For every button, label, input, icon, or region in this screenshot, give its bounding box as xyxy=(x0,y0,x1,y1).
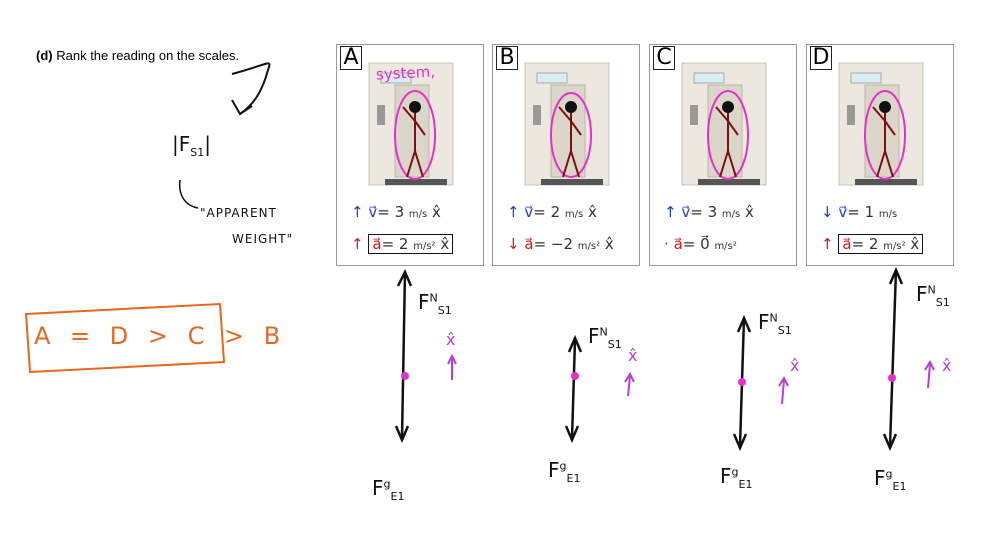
fbd-a-bottom-label: FgE1 xyxy=(372,476,405,503)
question-label: (d) xyxy=(36,48,53,63)
fbd-d-bottom-label: FgE1 xyxy=(874,466,907,493)
velocity-row: ↑ v⃗= 3 m/s x̂ xyxy=(664,203,754,221)
answer-box xyxy=(24,302,226,374)
pointer-arrowhead xyxy=(231,99,253,116)
velocity-arrow-icon: ↓ xyxy=(821,203,834,221)
fbd-c-bottom-label: FgE1 xyxy=(720,464,753,491)
apparent-weight-line1: "APPARENT xyxy=(200,206,277,220)
acceleration-arrow-icon: ↑ xyxy=(821,235,834,253)
acceleration-row: · a⃗= 0⃗ m/s² xyxy=(664,235,737,253)
panel-c: C ↑ v⃗= 3 m/s x̂ · a⃗= 0⃗ m/s² xyxy=(649,44,797,266)
velocity-row: ↑ v⃗= 2 m/s x̂ xyxy=(507,203,597,221)
fbd-c xyxy=(732,314,789,452)
fbd-a-top-label: FNS1 xyxy=(418,290,452,317)
acceleration-dot-icon: · xyxy=(664,235,669,253)
velocity-row: ↓ v⃗= 1 m/s xyxy=(821,203,898,221)
apparent-weight-line2: WEIGHT" xyxy=(232,232,294,246)
panel-d: D ↓ v⃗= 1 m/s ↑ a⃗= 2 m/s² x̂ xyxy=(806,44,954,266)
question-body: Rank the reading on the scales. xyxy=(56,48,240,63)
velocity-arrow-icon: ↑ xyxy=(664,203,677,221)
fbd-d-top-label: FNS1 xyxy=(916,282,950,309)
velocity-row: ↑ v⃗= 3 m/s x̂ xyxy=(351,203,441,221)
panel-a: A ↑ v⃗= 3 m/s x̂ ↑ a⃗= 2 m/s² x̂ xyxy=(336,44,484,266)
acceleration-arrow-icon: ↑ xyxy=(351,235,364,253)
fbd-b-x-label: x̂ xyxy=(628,346,638,365)
acceleration-row: ↑ a⃗= 2 m/s² x̂ xyxy=(821,234,924,254)
acceleration-row: ↑ a⃗= 2 m/s² x̂ xyxy=(351,234,454,254)
answer-ranking: A = D > C > B xyxy=(34,322,287,350)
panel-letter: C xyxy=(653,46,675,70)
fbd-b-bottom-label: FgE1 xyxy=(548,458,581,485)
panel-letter: D xyxy=(810,46,832,70)
fbd-b xyxy=(564,334,635,444)
elevator-illustration xyxy=(681,62,767,186)
pointer-arrow xyxy=(231,62,271,115)
panel-b: B ↑ v⃗= 2 m/s x̂ ↓ a⃗= −2 m/s² x̂ xyxy=(492,44,640,266)
panel-letter: A xyxy=(340,46,362,70)
fbd-d-x-label: x̂ xyxy=(942,356,952,375)
system-label: system, xyxy=(375,62,436,84)
velocity-arrow-icon: ↑ xyxy=(351,203,364,221)
acceleration-row: ↓ a⃗= −2 m/s² x̂ xyxy=(507,235,614,253)
fbd-c-top-label: FNS1 xyxy=(758,310,792,337)
velocity-arrow-icon: ↑ xyxy=(507,203,520,221)
fbd-c-x-label: x̂ xyxy=(790,356,800,375)
elevator-illustration xyxy=(838,62,924,186)
elevator-illustration xyxy=(368,62,454,186)
panel-letter: B xyxy=(496,46,518,70)
fbd-a-x-label: x̂ xyxy=(446,330,456,349)
elevator-illustration xyxy=(524,62,610,186)
acceleration-arrow-icon: ↓ xyxy=(507,235,520,253)
scale-force-label: |FS1| xyxy=(172,132,211,159)
fbd-b-top-label: FNS1 xyxy=(588,324,622,351)
apparent-weight-note: "APPARENT WEIGHT" xyxy=(200,200,293,252)
question-text: (d) Rank the reading on the scales. xyxy=(36,48,239,63)
apparent-weight-tick xyxy=(178,179,199,209)
